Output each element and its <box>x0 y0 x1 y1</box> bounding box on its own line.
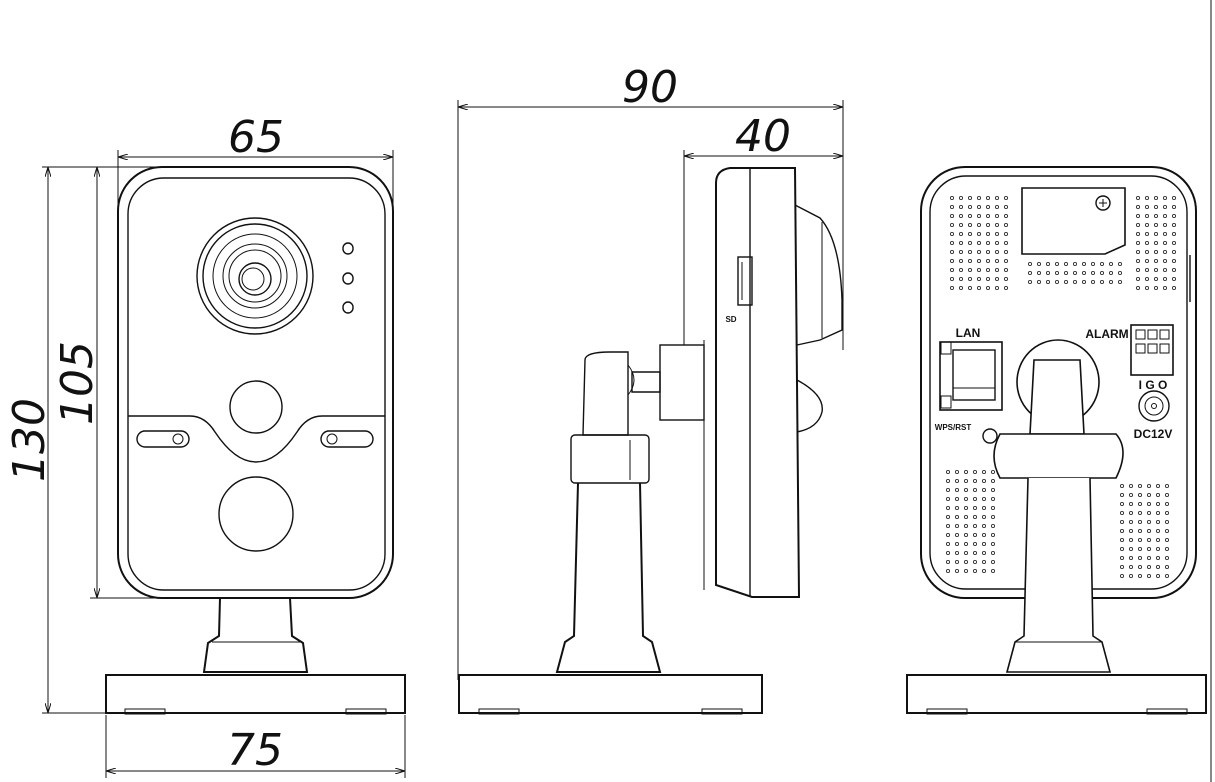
side-stand-collar <box>570 434 650 484</box>
dimension-40-label: 40 <box>735 111 791 162</box>
dimension-90-label: 90 <box>622 62 678 113</box>
rear-vent-dots <box>945 195 1177 579</box>
light-sensor-icon <box>229 380 283 434</box>
alarm-terminal <box>1130 324 1174 376</box>
side-stand-neck <box>555 482 662 673</box>
dc-power-jack <box>1138 390 1170 422</box>
front-view: 65 105 130 75 <box>4 112 406 778</box>
front-face-panel <box>127 177 386 591</box>
side-body-outline <box>715 167 801 598</box>
side-lens-housing <box>794 204 843 346</box>
dimension-total-height: 130 <box>4 166 110 714</box>
dimension-base-width: 75 <box>105 715 406 778</box>
dimension-105-label: 105 <box>52 341 103 425</box>
side-base <box>458 674 763 714</box>
side-pir-bump <box>796 379 823 433</box>
alarm-label: ALARM <box>1085 327 1128 341</box>
front-body-outline <box>117 166 394 599</box>
dimension-total-depth: 90 <box>457 62 844 680</box>
lens-icon <box>196 217 314 335</box>
side-mount-bracket <box>659 344 705 421</box>
front-base <box>105 674 406 714</box>
screw-icon <box>1095 195 1111 211</box>
lan-label: LAN <box>956 326 981 340</box>
pir-sensor-icon <box>218 476 294 552</box>
wps-rst-button <box>982 428 998 444</box>
front-mid-band <box>128 415 385 463</box>
rear-view: LAN WPS/RST ALARM I G O DC12V <box>906 166 1207 715</box>
wps-rst-label: WPS/RST <box>935 423 972 432</box>
sd-card-slot <box>737 256 753 306</box>
dimension-130-label: 130 <box>4 398 55 482</box>
lan-port <box>939 341 1003 411</box>
side-stand-top <box>582 351 629 436</box>
dimension-front-width: 65 <box>117 112 394 210</box>
alarm-pins-label: I G O <box>1139 378 1168 392</box>
rear-label-plate <box>1021 187 1126 255</box>
dimension-front-height: 105 <box>52 166 160 599</box>
ir-light-left <box>136 430 190 448</box>
front-stand-neck <box>202 597 309 673</box>
rear-base <box>906 674 1207 714</box>
indicator-leds <box>342 242 354 314</box>
side-view: 90 40 SD <box>457 62 844 715</box>
dc12v-label: DC12V <box>1134 427 1173 441</box>
rear-stand-neck <box>1005 477 1112 673</box>
rear-stand-collar <box>993 433 1124 479</box>
dimension-body-depth: 40 <box>683 111 843 345</box>
dimension-75-label: 75 <box>227 725 283 776</box>
ir-light-right <box>320 430 374 448</box>
sd-label: SD <box>725 315 736 324</box>
dimension-65-label: 65 <box>228 112 284 163</box>
